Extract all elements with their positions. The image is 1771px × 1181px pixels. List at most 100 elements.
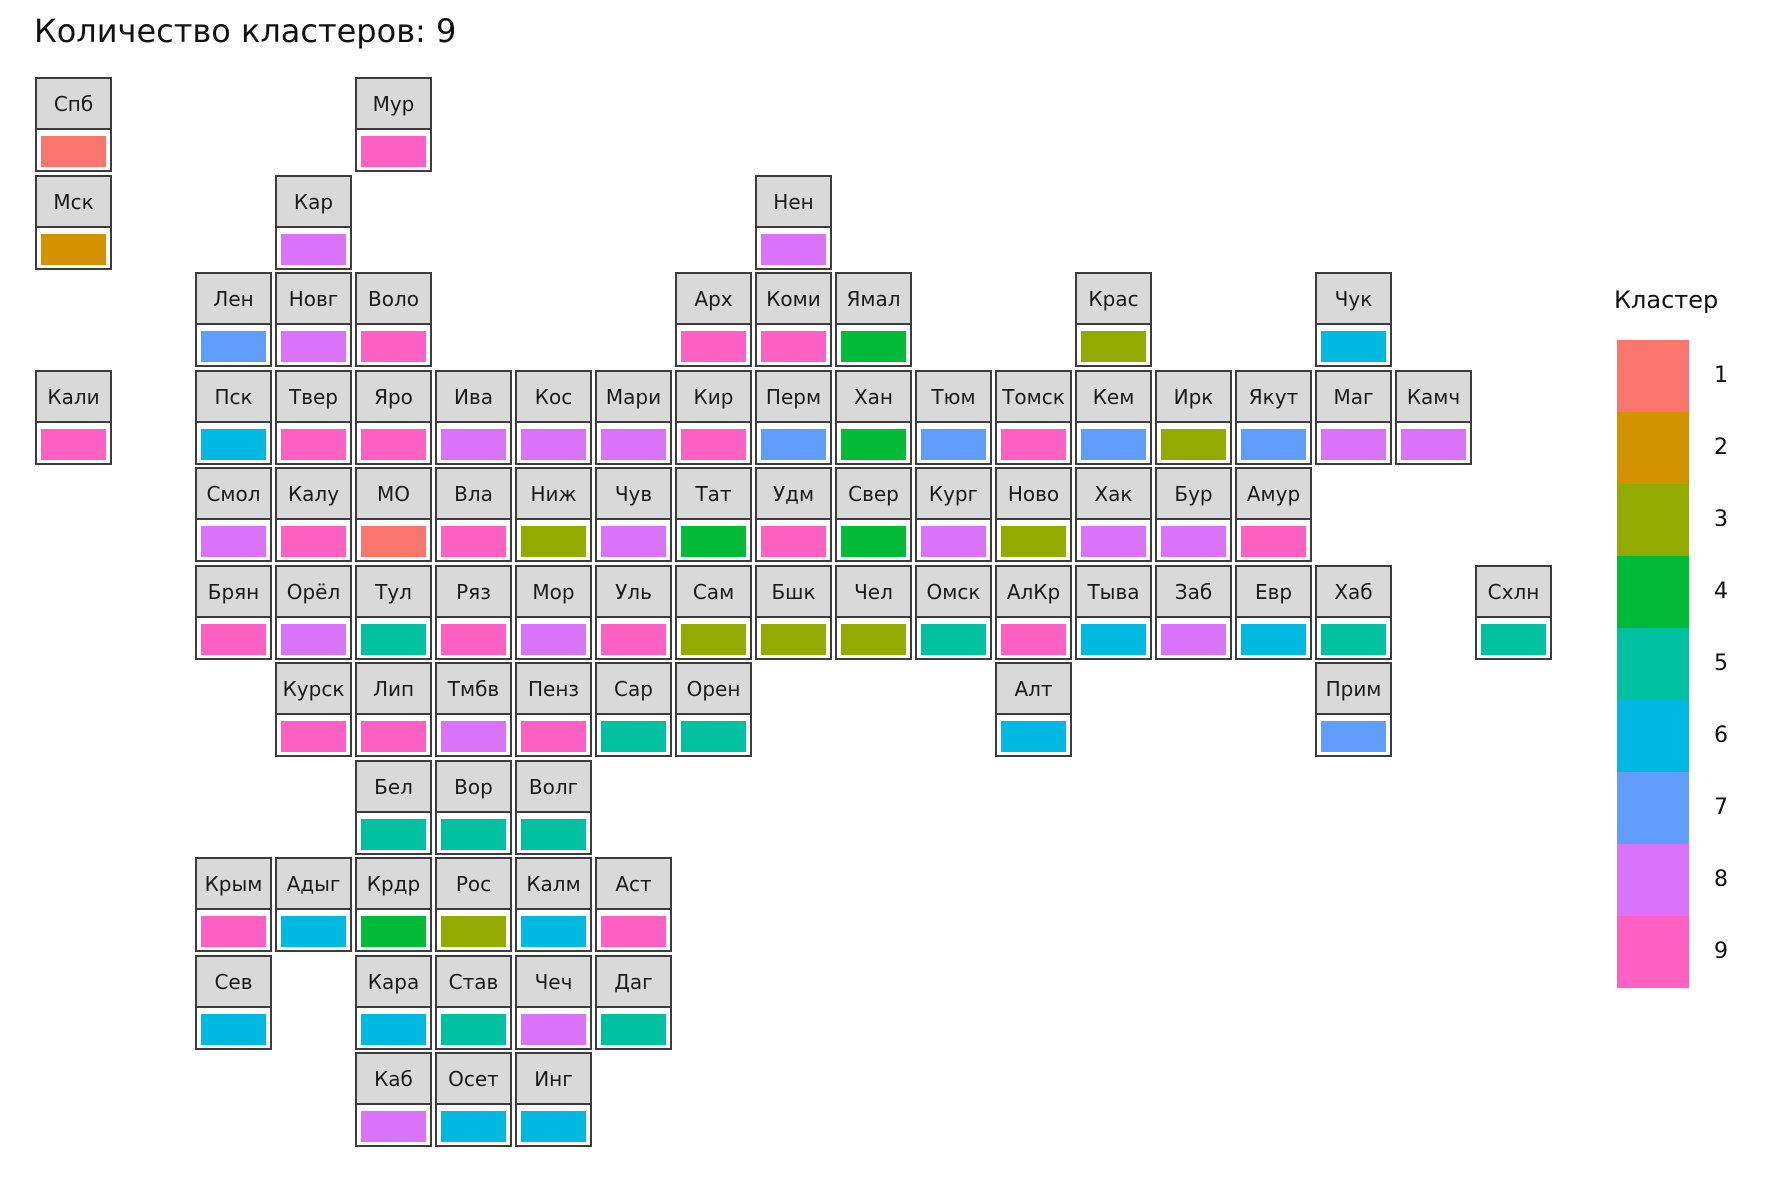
region-tile: Тмбв xyxy=(435,662,512,757)
region-cluster-swatch xyxy=(521,818,586,850)
region-tile: Ива xyxy=(435,369,512,465)
region-cluster-swatch xyxy=(521,428,586,460)
region-label: МО xyxy=(357,469,430,520)
legend-swatch xyxy=(1617,340,1689,412)
region-cluster-swatch xyxy=(281,916,346,947)
region-tile: Ново xyxy=(995,467,1072,562)
region-label: Кург xyxy=(917,469,990,520)
region-label: Орен xyxy=(677,664,750,715)
region-label: АлКр xyxy=(997,566,1070,618)
region-cluster-swatch xyxy=(521,916,586,947)
region-cluster-swatch xyxy=(681,526,746,557)
region-cluster-swatch xyxy=(1081,623,1146,655)
region-label: Лип xyxy=(357,664,430,715)
region-cluster-swatch xyxy=(601,1013,666,1045)
region-cluster-swatch xyxy=(521,1013,586,1045)
region-label: Кара xyxy=(357,956,430,1008)
region-cluster-swatch xyxy=(1241,526,1306,557)
region-label: Хаб xyxy=(1317,566,1390,618)
region-label: Чук xyxy=(1317,274,1390,325)
region-tile: Уль xyxy=(595,564,672,660)
region-tile: Орёл xyxy=(275,564,352,660)
region-cluster-swatch xyxy=(441,428,506,460)
legend-label: 9 xyxy=(1714,939,1728,964)
region-cluster-swatch xyxy=(1001,526,1066,557)
region-cluster-swatch xyxy=(361,916,426,947)
legend-label: 6 xyxy=(1714,723,1728,748)
region-cluster-swatch xyxy=(1161,526,1226,557)
region-label: Коми xyxy=(757,274,830,325)
region-label: Кар xyxy=(277,176,350,228)
region-tile: Ямал xyxy=(835,272,912,367)
region-cluster-swatch xyxy=(681,331,746,362)
region-tile: Сам xyxy=(675,564,752,660)
region-cluster-swatch xyxy=(441,526,506,557)
region-tile: Смол xyxy=(195,467,272,562)
region-label: Яро xyxy=(357,371,430,423)
region-label: Осет xyxy=(437,1054,510,1105)
region-cluster-swatch xyxy=(841,428,906,460)
region-label: Евр xyxy=(1237,566,1310,618)
region-label: Ряз xyxy=(437,566,510,618)
region-cluster-swatch xyxy=(521,721,586,752)
region-tile: Заб xyxy=(1155,564,1232,660)
region-cluster-swatch xyxy=(521,1111,586,1142)
region-cluster-swatch xyxy=(521,526,586,557)
region-cluster-swatch xyxy=(201,1013,266,1045)
region-label: Мор xyxy=(517,566,590,618)
region-label: Камч xyxy=(1397,371,1470,423)
region-label: Став xyxy=(437,956,510,1008)
legend-label: 7 xyxy=(1714,795,1728,820)
region-tile: Тюм xyxy=(915,369,992,465)
region-label: Алт xyxy=(997,664,1070,715)
region-label: Мск xyxy=(37,176,110,228)
region-tile: Томск xyxy=(995,369,1072,465)
region-label: Заб xyxy=(1157,566,1230,618)
region-tile: Осет xyxy=(435,1052,512,1147)
region-cluster-swatch xyxy=(201,916,266,947)
region-label: Нен xyxy=(757,176,830,228)
legend-label: 3 xyxy=(1714,507,1728,532)
region-label: Ново xyxy=(997,469,1070,520)
region-label: Вла xyxy=(437,469,510,520)
region-tile: Алт xyxy=(995,662,1072,757)
legend-swatch xyxy=(1617,556,1689,628)
region-label: Мур xyxy=(357,79,430,130)
region-cluster-swatch xyxy=(1321,623,1386,655)
region-cluster-swatch xyxy=(921,428,986,460)
region-tile: Маг xyxy=(1315,369,1392,465)
legend-label: 8 xyxy=(1714,867,1728,892)
region-cluster-swatch xyxy=(841,331,906,362)
region-label: Крым xyxy=(197,859,270,910)
region-tile: Ниж xyxy=(515,467,592,562)
region-label: Бур xyxy=(1157,469,1230,520)
region-label: Бел xyxy=(357,761,430,813)
region-label: Вор xyxy=(437,761,510,813)
region-label: Ирк xyxy=(1157,371,1230,423)
region-tile: Тул xyxy=(355,564,432,660)
region-label: Тыва xyxy=(1077,566,1150,618)
region-tile: Мари xyxy=(595,369,672,465)
region-tile: Бур xyxy=(1155,467,1232,562)
region-cluster-swatch xyxy=(761,233,826,265)
region-label: Сам xyxy=(677,566,750,618)
region-cluster-swatch xyxy=(1081,526,1146,557)
region-tile: Хак xyxy=(1075,467,1152,562)
region-label: Чув xyxy=(597,469,670,520)
region-label: Удм xyxy=(757,469,830,520)
region-cluster-swatch xyxy=(1321,721,1386,752)
legend-swatch xyxy=(1617,916,1689,988)
region-label: Пск xyxy=(197,371,270,423)
region-label: Адыг xyxy=(277,859,350,910)
region-label: Уль xyxy=(597,566,670,618)
region-cluster-swatch xyxy=(1001,623,1066,655)
region-tile: Яро xyxy=(355,369,432,465)
legend-swatch xyxy=(1617,772,1689,844)
region-cluster-swatch xyxy=(841,623,906,655)
region-label: Волг xyxy=(517,761,590,813)
region-cluster-swatch xyxy=(921,526,986,557)
region-cluster-swatch xyxy=(281,428,346,460)
legend-swatch xyxy=(1617,484,1689,556)
region-tile: Кир xyxy=(675,369,752,465)
